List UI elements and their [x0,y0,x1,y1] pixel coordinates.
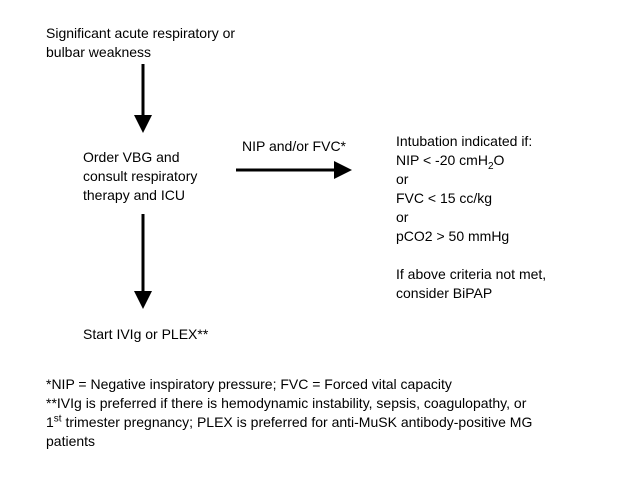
node-treat: Start IVIg or PLEX** [83,326,209,342]
intubation-criterion-nip: NIP < -20 cmH2O [396,152,505,172]
intubation-criterion-fvc: FVC < 15 cc/kg [396,190,493,206]
node-intubation: Intubation indicated if: NIP < -20 cmH2O… [396,132,546,303]
footnote-2-cont: 1st trimester pregnancy; PLEX is preferr… [46,413,533,430]
footnote-1: *NIP = Negative inspiratory pressure; FV… [46,376,452,392]
footnote-2: **IVIg is preferred if there is hemodyna… [46,395,527,411]
node-order: Order VBG and consult respiratory therap… [83,148,197,205]
intubation-heading: Intubation indicated if: [396,133,533,149]
node-order-line2: consult respiratory [83,168,198,184]
intubation-or-2: or [396,209,409,225]
node-start: Significant acute respiratory or bulbar … [46,24,235,62]
node-start-line1: Significant acute respiratory or [46,25,236,41]
footnotes: *NIP = Negative inspiratory pressure; FV… [46,375,532,451]
intubation-criterion-pco2: pCO2 > 50 mmHg [396,228,510,244]
intubation-fallback-line1: If above criteria not met, [396,266,547,282]
node-order-line1: Order VBG and [83,149,180,165]
intubation-fallback-line2: consider BiPAP [396,285,493,301]
edge-label: NIP and/or FVC* [242,138,347,154]
intubation-or-1: or [396,171,409,187]
footnote-2-end: patients [46,433,96,449]
node-start-line2: bulbar weakness [46,44,152,60]
node-order-line3: therapy and ICU [83,187,185,203]
